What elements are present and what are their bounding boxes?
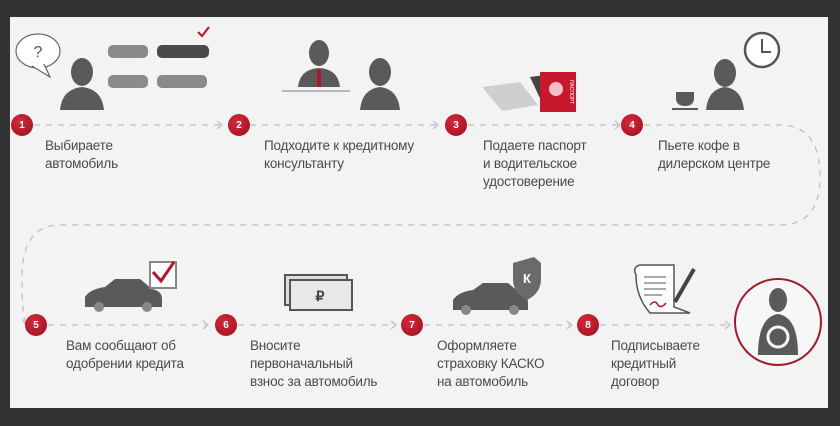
person-choosing-car-icon: ? bbox=[15, 26, 210, 110]
step-1-number: 1 bbox=[11, 114, 33, 136]
step-2-number: 2 bbox=[228, 114, 250, 136]
loan-process-infographic: ? ПАСПОРТ bbox=[10, 17, 828, 408]
step-4-text: Пьете кофе в дилерском центре bbox=[658, 138, 771, 171]
step-6-text: Вносите первоначальный взнос за автомоби… bbox=[250, 338, 378, 389]
passport-label-glyph: ПАСПОРТ bbox=[568, 80, 574, 104]
car-insurance-shield-icon: К bbox=[453, 257, 541, 315]
kasko-glyph: К bbox=[523, 271, 531, 286]
driver-at-wheel-icon bbox=[734, 278, 822, 366]
step-5-text: Вам сообщают об одобрении кредита bbox=[66, 338, 184, 371]
step-2-text: Подходите к кредитному консультанту bbox=[264, 138, 414, 171]
step-8-text: Подписываете кредитный договор bbox=[611, 338, 700, 389]
step-7-number: 7 bbox=[401, 314, 423, 336]
step-6-number: 6 bbox=[215, 314, 237, 336]
car-approved-icon bbox=[85, 261, 177, 312]
dashed-flow-path bbox=[21, 124, 821, 326]
step-5-number: 5 bbox=[25, 314, 47, 336]
step-8-number: 8 bbox=[577, 314, 599, 336]
ruble-banknotes-icon: ₽ bbox=[284, 274, 353, 311]
step-3-number: 3 bbox=[445, 114, 467, 136]
step-3-text: Подаете паспорт и водительское удостовер… bbox=[483, 138, 587, 189]
question-mark-glyph: ? bbox=[34, 44, 43, 61]
passport-icon: ПАСПОРТ bbox=[482, 72, 576, 112]
ruble-glyph: ₽ bbox=[316, 288, 325, 304]
arrow-heads bbox=[21, 120, 731, 330]
step-1-text: Выбираете автомобиль bbox=[45, 138, 118, 171]
coffee-clock-icon bbox=[672, 31, 781, 110]
contract-sign-icon bbox=[633, 264, 696, 314]
infographic-artwork: ? ПАСПОРТ bbox=[15, 26, 822, 366]
consultant-icon bbox=[282, 40, 400, 110]
step-7-text: Оформляете страховку КАСКО на автомобиль bbox=[437, 338, 545, 389]
step-4-number: 4 bbox=[621, 114, 643, 136]
